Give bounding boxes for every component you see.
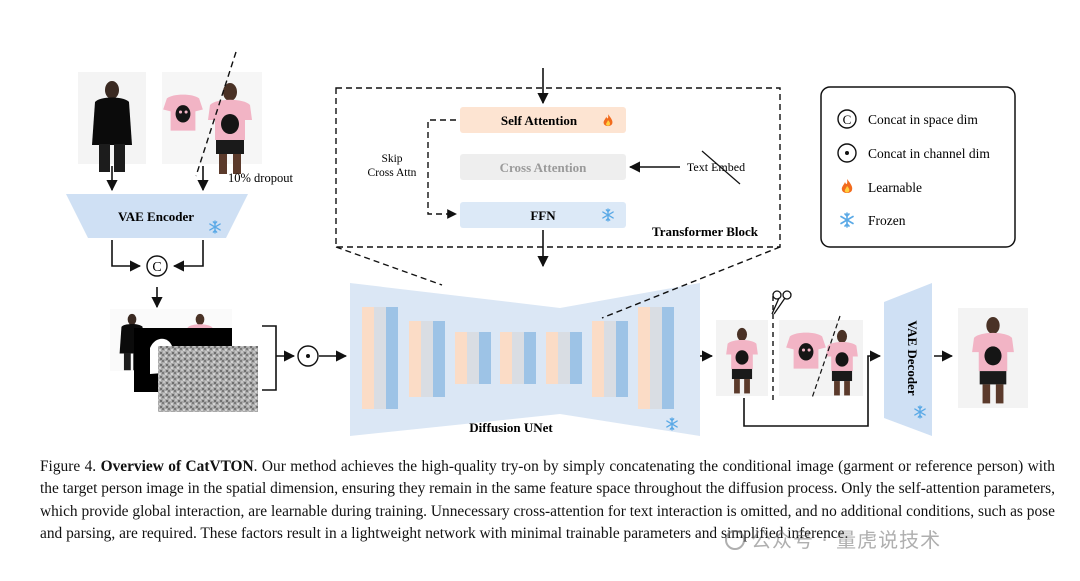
text-embed-label: Text Embed bbox=[687, 160, 745, 174]
noise-latent bbox=[158, 346, 258, 412]
self-attention-block: Self Attention bbox=[460, 107, 626, 133]
skip-label-line1: Skip bbox=[381, 153, 402, 165]
diffusion-unet-label: Diffusion UNet bbox=[469, 420, 553, 435]
caption-label: Figure 4. bbox=[40, 458, 97, 475]
dropout-divider bbox=[195, 51, 237, 177]
vae-decoder-label: VAE Decoder bbox=[905, 320, 920, 395]
legend-label: Frozen bbox=[868, 213, 906, 228]
scissors-icon bbox=[771, 290, 792, 404]
legend-item: C Concat in space dim bbox=[837, 109, 978, 129]
legend-label: Concat in channel dim bbox=[868, 146, 990, 161]
figure-caption: Figure 4. Overview of CatVTON. Our metho… bbox=[40, 456, 1055, 545]
concat-space-icon bbox=[837, 109, 857, 129]
legend-label: Concat in space dim bbox=[868, 112, 978, 127]
legend-item: Concat in channel dim bbox=[837, 143, 990, 163]
watermark-text: 公众号 · 量虎说技术 bbox=[751, 528, 942, 552]
legend-item: Frozen bbox=[840, 212, 906, 228]
dropout-label: 10% dropout bbox=[228, 171, 293, 185]
svg-text:C: C bbox=[843, 112, 852, 127]
wechat-logo-icon bbox=[725, 530, 745, 550]
cross-attention-label: Cross Attention bbox=[500, 160, 588, 175]
vae-decoder: VAE Decoder bbox=[884, 283, 932, 436]
unet-output-image bbox=[716, 315, 863, 399]
transformer-block-title: Transformer Block bbox=[652, 224, 759, 239]
final-tryon-image bbox=[958, 308, 1028, 408]
concat-channel-icon bbox=[297, 345, 319, 367]
garment-reference-image bbox=[162, 51, 262, 177]
caption-text: . Our method achieves the high-quality t… bbox=[40, 458, 1055, 542]
legend: C Concat in space dim Concat in channel … bbox=[820, 86, 1016, 248]
legend-label: Learnable bbox=[868, 180, 922, 195]
vae-encoder-label: VAE Encoder bbox=[118, 209, 194, 224]
watermark: 公众号 · 量虎说技术 bbox=[725, 524, 941, 553]
diffusion-unet: Diffusion UNet bbox=[350, 283, 700, 436]
skip-label-line2: Cross Attn bbox=[368, 167, 417, 179]
ffn-block: FFN bbox=[460, 202, 626, 228]
cross-attention-block: Cross Attention bbox=[460, 154, 626, 180]
legend-item: Learnable bbox=[841, 179, 922, 195]
vae-encoder: VAE Encoder bbox=[66, 194, 248, 238]
unet-bars bbox=[362, 307, 674, 409]
concatenated-latent-stack bbox=[110, 309, 258, 412]
caption-title: Overview of CatVTON bbox=[100, 458, 254, 475]
target-person-image bbox=[78, 72, 146, 172]
transformer-block: Self Attention Cross Attention FFN Skip … bbox=[335, 68, 781, 268]
svg-text:C: C bbox=[152, 260, 161, 275]
concat-space-icon: C bbox=[146, 255, 168, 277]
ffn-label: FFN bbox=[530, 208, 556, 223]
self-attention-label: Self Attention bbox=[501, 113, 578, 128]
text-embed-strike bbox=[701, 150, 741, 185]
